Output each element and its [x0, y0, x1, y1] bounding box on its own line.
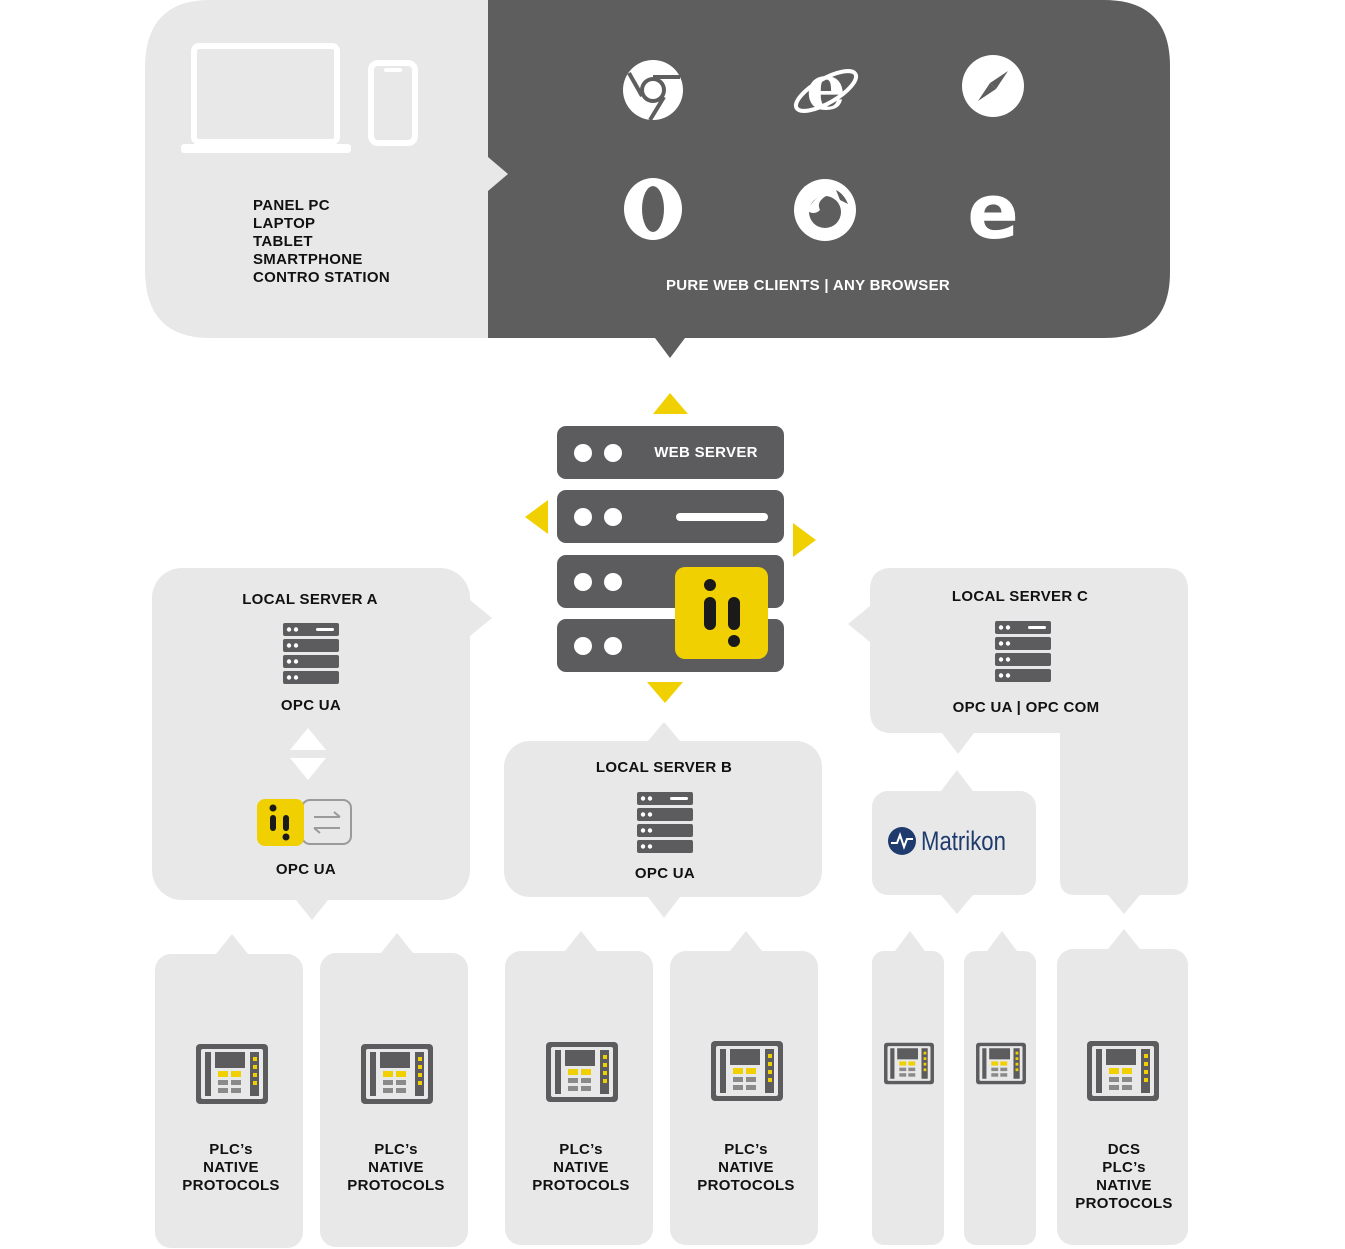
field-label-line: PROTOCOLS [1075, 1195, 1173, 1212]
matrikon-pointer-up [941, 770, 973, 791]
plc-icon [361, 1044, 433, 1104]
local-server-b-pointer-down [648, 897, 680, 918]
local-server-c-pointer-left [848, 606, 870, 642]
field-label-line: PROTOCOLS [532, 1177, 630, 1194]
sync-arrow-down [290, 758, 326, 780]
arrow-left [525, 500, 548, 534]
svg-text:e: e [806, 53, 845, 124]
firefox-icon [794, 179, 856, 241]
local-server-a-pointer-down [296, 900, 328, 920]
plc-icon [711, 1041, 783, 1101]
matrikon-pointer-down [941, 895, 973, 914]
local-server-c-title: LOCAL SERVER C [951, 588, 1089, 605]
field-label-line: NATIVE [1096, 1177, 1152, 1194]
matrikon-brand: Matrikon [921, 826, 1006, 856]
field-label-2: PLC’s NATIVE PROTOCOLS [328, 1141, 464, 1195]
arrow-right [793, 523, 816, 557]
plc-icon [546, 1042, 618, 1102]
field-label-line: PLC’s [374, 1141, 418, 1158]
client-panel-light [145, 0, 488, 338]
gateway-icon [257, 799, 352, 846]
field-box-6 [964, 951, 1036, 1245]
safari-icon [962, 55, 1024, 117]
matrikon-panel [872, 791, 1036, 895]
plc-icon [1087, 1041, 1159, 1101]
local-server-c-protocol: OPC UA | OPC COM [952, 699, 1100, 716]
field-label-line: PLC’s [559, 1141, 603, 1158]
sync-arrow-up [290, 728, 326, 750]
server-icon [283, 623, 339, 684]
svg-text:e: e [967, 176, 1019, 242]
field-label-4: PLC’s NATIVE PROTOCOLS [678, 1141, 814, 1195]
field-label-line: PROTOCOLS [697, 1177, 795, 1194]
field-label-line: NATIVE [553, 1159, 609, 1176]
web-server-label: WEB SERVER [654, 444, 758, 461]
gateway-protocol: OPC UA [275, 861, 337, 878]
opera-icon [624, 178, 682, 240]
field-label-line: PLC’s [209, 1141, 253, 1158]
arrow-up [653, 393, 688, 414]
field-label-line: PROTOCOLS [182, 1177, 280, 1194]
device-item: TABLET [253, 233, 313, 250]
field-box-5 [872, 951, 944, 1245]
local-server-b-title: LOCAL SERVER B [595, 759, 733, 776]
field-label-line: PROTOCOLS [347, 1177, 445, 1194]
edge-icon: e [967, 176, 1019, 242]
plc-icon [976, 1042, 1026, 1085]
server-icon [637, 792, 693, 853]
plc-icon [196, 1044, 268, 1104]
web-server-stack [557, 426, 784, 672]
internet-explorer-icon: e [793, 53, 859, 124]
chrome-icon [623, 60, 683, 122]
device-list: PANEL PC LAPTOP TABLET SMARTPHONE CONTRO… [253, 197, 390, 287]
browsers-caption: PURE WEB CLIENTS | ANY BROWSER [665, 277, 951, 294]
device-item: PANEL PC [253, 197, 330, 214]
local-server-a-title: LOCAL SERVER A [242, 591, 378, 608]
field-label-line: PLC’s [1102, 1159, 1146, 1176]
field-label-1: PLC’s NATIVE PROTOCOLS [163, 1141, 299, 1195]
field-label-line: NATIVE [718, 1159, 774, 1176]
field-label-line: PLC’s [724, 1141, 768, 1158]
local-server-a-protocol: OPC UA [280, 697, 342, 714]
matrikon-logo-icon [888, 827, 916, 855]
local-server-b-pointer-up [648, 722, 680, 741]
field-label-line: DCS [1107, 1141, 1141, 1158]
local-server-c-panel [870, 568, 1188, 895]
device-item: LAPTOP [253, 215, 316, 232]
field-label-7: DCS PLC’s NATIVE PROTOCOLS [1058, 1141, 1190, 1213]
local-server-b-protocol: OPC UA [634, 865, 696, 882]
local-server-c-pointer-down [942, 733, 974, 754]
arrow-down [647, 682, 683, 703]
device-item: CONTRO STATION [253, 269, 390, 286]
plc-icon [884, 1042, 934, 1085]
field-label-3: PLC’s NATIVE PROTOCOLS [513, 1141, 649, 1195]
local-server-c-pointer-dcs [1108, 895, 1140, 914]
client-panel-notch [488, 157, 508, 191]
local-server-a-pointer-right [470, 600, 492, 636]
device-item: SMARTPHONE [253, 251, 363, 268]
field-label-line: NATIVE [368, 1159, 424, 1176]
laptop-phone-icon [181, 43, 418, 153]
field-label-line: NATIVE [203, 1159, 259, 1176]
client-panel-pointer [655, 338, 685, 358]
server-icon [995, 621, 1051, 682]
